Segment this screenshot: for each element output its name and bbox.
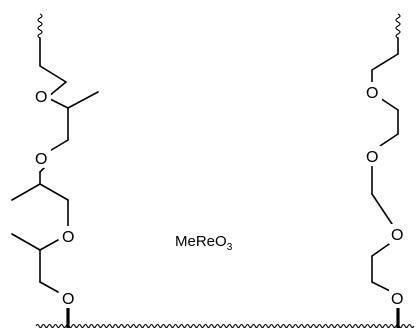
- reagent-subscript: 3: [227, 242, 233, 253]
- left-ppo-chain: O O O O: [11, 13, 99, 328]
- left-oxygen-2: O: [35, 151, 47, 168]
- reagent-label: MeReO3: [175, 233, 233, 253]
- right-bond-4: [379, 97, 399, 111]
- right-oxygen-4: O: [391, 291, 403, 308]
- left-bond-o1-c: [48, 81, 67, 97]
- left-bond-o3-ch: [39, 239, 59, 251]
- right-chain-wavy-end: [395, 13, 401, 39]
- right-bond-11: [371, 281, 393, 293]
- reagent-text: MeReO: [175, 233, 227, 250]
- right-bond-6: [379, 133, 399, 147]
- right-peo-chain: O O O O: [364, 13, 407, 328]
- right-oxygen-2: O: [366, 149, 378, 166]
- left-oxygen-4: O: [62, 291, 74, 308]
- left-bond-ch-methyl2: [11, 183, 41, 201]
- right-bond-9: [371, 241, 393, 257]
- right-bond-2: [371, 53, 399, 71]
- left-bond-ch2-o2: [47, 139, 69, 153]
- left-oxygen-1: O: [35, 89, 47, 106]
- right-oxygen-3: O: [391, 227, 403, 244]
- left-chain-wavy-end: [37, 13, 43, 39]
- surface-wavy-line: [35, 323, 415, 329]
- left-bond-o1-ch: [49, 98, 69, 109]
- left-chain-backbone-1: [39, 37, 67, 83]
- left-bond-ch-methyl3: [11, 233, 41, 251]
- right-oxygen-1: O: [366, 85, 378, 102]
- left-bond-ch2-o4: [39, 281, 59, 293]
- left-bond-ch-methyl1: [67, 91, 99, 109]
- left-oxygen-3: O: [62, 229, 74, 246]
- left-bond-ch-ch2-2: [39, 183, 69, 201]
- right-bond-8: [371, 193, 393, 225]
